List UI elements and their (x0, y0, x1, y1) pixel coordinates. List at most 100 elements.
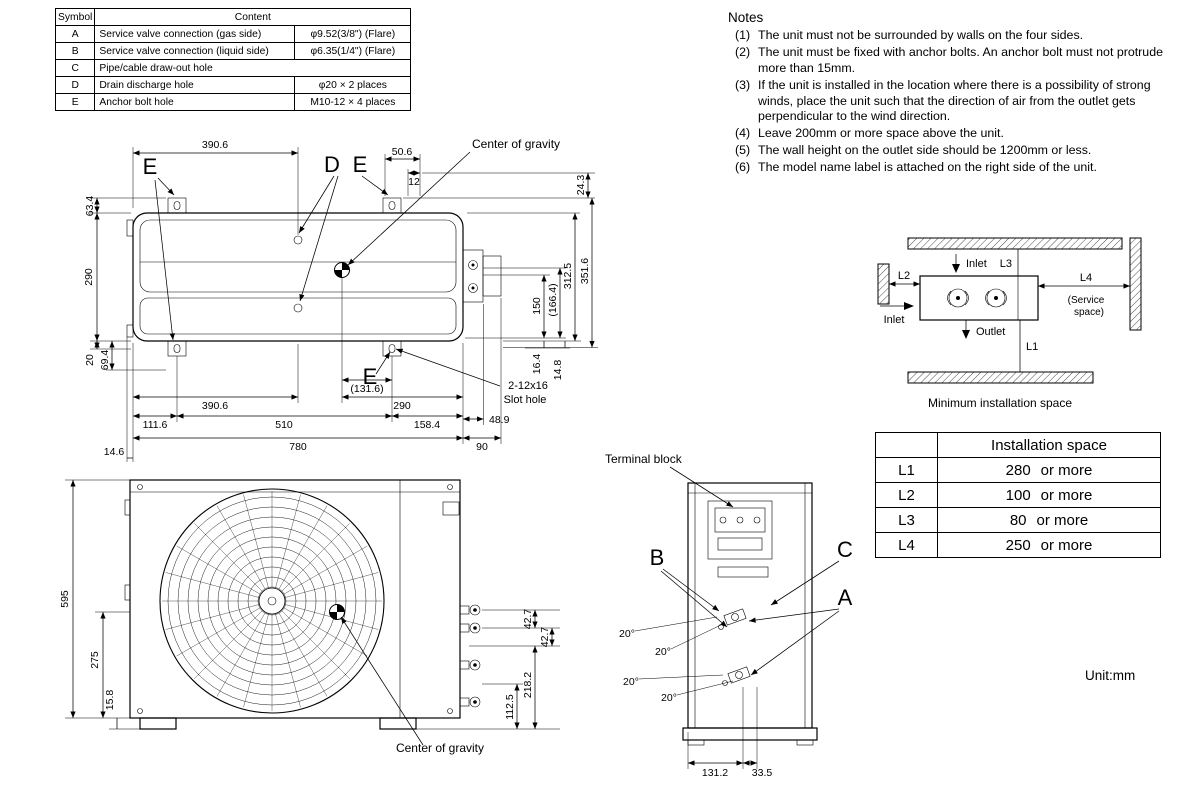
space-value: 280 (1005, 461, 1031, 479)
center-of-gravity-symbol (329, 604, 345, 620)
dim-label: 15.8 (104, 690, 116, 711)
symbol-cell: A (54, 25, 96, 43)
front-view-dimensions: 595 275 15.8 42.7 42.7 218.2 112.5 Cente… (59, 479, 560, 755)
dim-label: 12 (408, 176, 420, 188)
dim-label: 50.6 (392, 146, 413, 158)
symbol-cell: C (54, 59, 96, 77)
space-value: 250 (1005, 536, 1031, 554)
note-text: Leave 200mm or more space above the unit… (758, 126, 1004, 141)
center-of-gravity-label: Center of gravity (472, 137, 560, 151)
outlet-label: Outlet (976, 326, 1005, 338)
symbol-table-header-row: Symbol Content (54, 8, 412, 26)
value-cell: 250 or more (937, 532, 1161, 558)
dim-label: 510 (275, 419, 293, 431)
l3-label: L3 (1000, 258, 1012, 270)
dim-label: 14.6 (104, 446, 125, 458)
anchor-hole-label: E (363, 364, 378, 389)
unit-of-measure-label: Unit:mm (1085, 668, 1136, 683)
pipe-fittings (459, 604, 481, 708)
side-view-drawing: Terminal block B C A 20° 20° 20° 20° (605, 452, 853, 779)
dim-label: 111.6 (143, 419, 168, 431)
top-view-callouts: E D E E Center of gravity 2-12x16 Slot h… (143, 137, 560, 406)
center-of-gravity-label: Center of gravity (396, 741, 484, 755)
dim-label: 780 (289, 441, 307, 453)
dim-label: 42.7 (522, 609, 534, 630)
l-label-cell: L1 (875, 457, 938, 483)
dim-label: 290 (83, 268, 95, 286)
dim-label: 63.4 (84, 196, 96, 217)
angle-label: 20° (661, 692, 677, 704)
note-text: The unit must not be surrounded by walls… (758, 28, 1084, 42)
inlet-label: Inlet (966, 258, 987, 270)
note-number: (6) (735, 160, 751, 174)
note-number: (4) (735, 126, 751, 141)
dim-label: 112.5 (504, 694, 516, 720)
angle-label: 20° (623, 676, 639, 688)
service-space-label: space) (1074, 307, 1104, 318)
dim-label: (166.4) (547, 283, 559, 316)
diagram-caption: Minimum installation space (928, 396, 1072, 410)
symbol-table: Symbol Content A Service valve connectio… (54, 8, 412, 111)
inlet-arrow-icon (904, 302, 914, 310)
angle-label: 20° (619, 628, 635, 640)
slot-hole-note: 2-12x16 (508, 380, 548, 392)
content-col-header: Content (94, 8, 412, 26)
dim-label: 16.4 (531, 354, 543, 375)
note-text: The unit must be fixed with anchor bolts… (758, 44, 1163, 75)
space-suffix: or more (1040, 486, 1093, 504)
unit-body-top-view (126, 197, 502, 357)
note-item: (1) The unit must not be surrounded by w… (728, 28, 1186, 44)
service-space-label: (Service (1068, 295, 1105, 306)
symbol-col-header: Symbol (54, 8, 96, 26)
space-suffix: or more (1040, 536, 1093, 554)
table-row: D Drain discharge hole φ20 × 2 places (54, 76, 412, 94)
symbol-cell: D (54, 76, 96, 94)
spec-cell: φ20 × 2 places (294, 76, 412, 94)
inlet-label: Inlet (884, 314, 905, 326)
dim-label: (131.6) (350, 383, 383, 395)
notes-section: Notes (1) The unit must not be surrounde… (728, 10, 1186, 177)
spec-cell: M10-12 × 4 places (294, 93, 412, 111)
angle-label: 20° (655, 646, 671, 658)
dim-label: 24.3 (575, 175, 587, 196)
spec-cell: φ6.35(1/4") (Flare) (294, 42, 412, 60)
note-text: If the unit is installed in the location… (758, 77, 1151, 124)
desc-cell: Service valve connection (gas side) (94, 25, 296, 43)
dim-label: 150 (531, 297, 543, 315)
walls (877, 237, 1142, 384)
note-text: The wall height on the outlet side shoul… (758, 143, 1092, 158)
dim-label: 33.5 (752, 767, 773, 779)
drawout-hole-label: C (837, 537, 853, 562)
table-row: E Anchor bolt hole M10-12 × 4 places (54, 93, 412, 111)
table-row: A Service valve connection (gas side) φ9… (54, 25, 412, 43)
dim-label: 158.4 (414, 419, 440, 431)
dim-label: 390.6 (202, 139, 228, 151)
table-header-row: Installation space (875, 432, 1161, 458)
l2-label: L2 (898, 270, 910, 282)
center-of-gravity-symbol (334, 262, 350, 278)
dim-label: 42.7 (539, 627, 551, 648)
note-item: (3) If the unit is installed in the loca… (728, 78, 1186, 126)
space-value: 80 (1009, 511, 1027, 529)
outlet-arrow-icon (962, 330, 970, 339)
dim-label: 390.6 (202, 400, 228, 412)
note-item: (6) The model name label is attached on … (728, 160, 1186, 176)
spec-cell: φ9.52(3/8") (Flare) (294, 25, 412, 43)
desc-cell: Pipe/cable draw-out hole (94, 59, 412, 77)
drain-hole-label: D (324, 152, 340, 177)
note-item: (2) The unit must be fixed with anchor b… (728, 45, 1186, 77)
dim-label: 275 (89, 651, 101, 669)
liquid-valve-label: B (650, 545, 665, 570)
dim-label: 595 (59, 590, 71, 608)
slot-hole-note: Slot hole (504, 394, 547, 406)
inlet-arrow-icon (952, 264, 960, 273)
dim-label: 48.9 (489, 414, 510, 426)
install-space-header: Installation space (937, 432, 1161, 458)
anchor-hole-label: E (143, 154, 158, 179)
